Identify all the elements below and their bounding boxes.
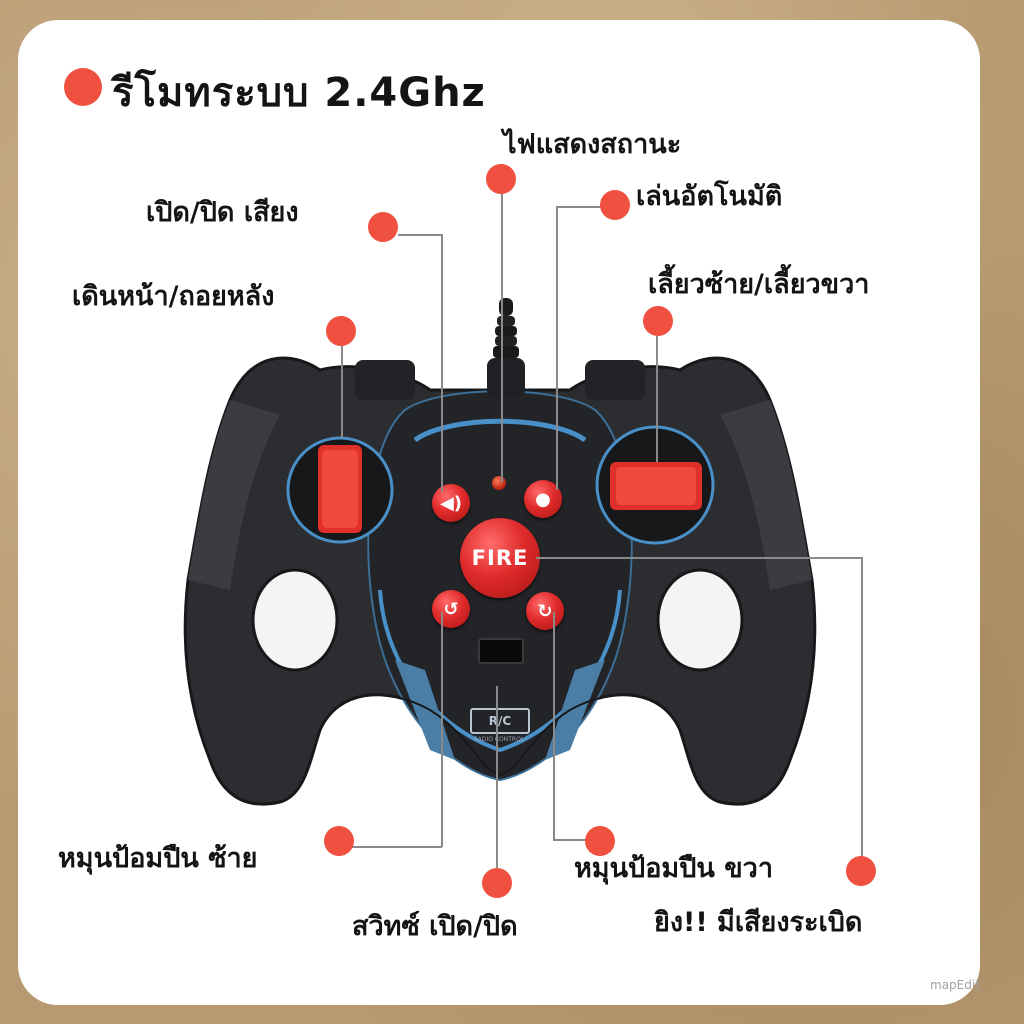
rc-badge: R/C — [470, 708, 530, 734]
leader-line-turret-right-h — [553, 839, 587, 841]
rotate-right-icon: ↻ — [537, 600, 553, 622]
label-turn-left-right: เลี้ยวซ้าย/เลี้ยวขวา — [648, 269, 870, 300]
leader-line-sound-h — [398, 234, 442, 236]
leader-line-sound-v — [441, 234, 443, 492]
power-switch[interactable] — [478, 638, 524, 664]
auto-play-button[interactable]: ● — [524, 480, 562, 518]
watermark: mapEdit — [930, 978, 980, 992]
fire-button-label: FIRE — [471, 546, 529, 570]
label-auto-play: เล่นอัตโนมัติ — [636, 181, 783, 212]
title-bullet-dot — [64, 68, 102, 106]
leader-line-forward — [341, 346, 343, 438]
rotate-left-icon: ↺ — [443, 598, 459, 620]
page-title: รีโมทระบบ 2.4Ghz — [112, 70, 486, 116]
label-status-light: ไฟแสดงสถานะ — [503, 129, 682, 160]
label-power-switch: สวิทซ์ เปิด/ปิด — [352, 911, 518, 942]
leader-line-turret-left-v — [441, 612, 443, 847]
rc-badge-subtext: RADIO CONTROL — [473, 736, 525, 743]
fire-button[interactable]: FIRE — [460, 518, 540, 598]
label-forward-back: เดินหน้า/ถอยหลัง — [72, 281, 275, 312]
remote-controller-image — [183, 356, 817, 806]
speaker-icon: ◀) — [439, 492, 463, 514]
label-turret-left: หมุนป้อมปืน ซ้าย — [58, 843, 258, 874]
turret-right-button[interactable]: ↻ — [526, 592, 564, 630]
label-fire-sound: ยิง!! มีเสียงระเบิด — [654, 907, 863, 938]
antenna-icon — [487, 298, 525, 398]
status-led — [492, 476, 506, 490]
auto-icon: ● — [535, 488, 551, 510]
label-sound-toggle: เปิด/ปิด เสียง — [146, 197, 299, 228]
callout-dot-fire — [846, 856, 876, 886]
leader-line-fire-h — [536, 557, 862, 559]
label-turret-right: หมุนป้อมปืน ขวา — [574, 853, 773, 884]
leader-line-turret-left-h — [340, 846, 442, 848]
leader-line-auto-h — [556, 206, 602, 208]
leader-line-power — [496, 686, 498, 868]
callout-dot-turret-right — [585, 826, 615, 856]
callout-dot-sound — [368, 212, 398, 242]
leader-line-turn — [656, 336, 658, 462]
callout-dot-turret-left — [324, 826, 354, 856]
sound-button[interactable]: ◀) — [432, 484, 470, 522]
leader-line-turret-right-v — [553, 612, 555, 840]
callout-dot-forward — [326, 316, 356, 346]
leader-line-fire-v — [861, 557, 863, 859]
callout-dot-status — [486, 164, 516, 194]
callout-dot-auto — [600, 190, 630, 220]
turret-left-button[interactable]: ↺ — [432, 590, 470, 628]
leader-line-auto-v — [556, 206, 558, 490]
leader-line-status — [501, 192, 503, 482]
callout-dot-power — [482, 868, 512, 898]
callout-dot-turn — [643, 306, 673, 336]
